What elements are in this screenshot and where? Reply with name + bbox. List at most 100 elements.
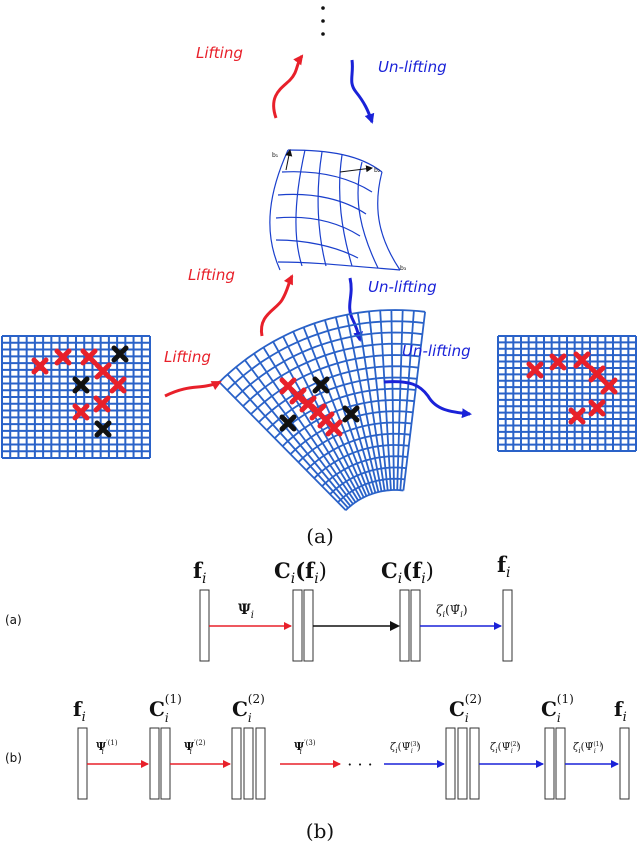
black-x-marker xyxy=(312,376,330,394)
panel-a-bar-c2b xyxy=(410,589,421,662)
panel-b-bar-c2b xyxy=(243,727,254,800)
panel-b-node-c1-left: Ci(1) xyxy=(149,692,182,725)
red-x-marker xyxy=(94,362,112,380)
red-x-marker xyxy=(588,399,606,417)
panel-b-bar-c1b xyxy=(160,727,171,800)
red-x-marker xyxy=(72,403,90,421)
red-x-marker xyxy=(526,361,544,379)
lifted-grid-ray xyxy=(368,311,389,491)
lifted-grid-ray xyxy=(334,316,380,493)
panel-a-node-c1: Ci(fi) xyxy=(274,558,327,587)
lifted-grid-ray xyxy=(324,319,377,494)
panel-b-bar-c2e xyxy=(457,727,468,800)
panel-a-bar-c1a xyxy=(292,589,303,662)
axis-label-b2: b₂ xyxy=(374,167,381,174)
red-x-marker xyxy=(31,357,49,375)
red-x-marker xyxy=(568,407,586,425)
panel-b-bar-c2c xyxy=(255,727,266,800)
lifted-grid-ray xyxy=(356,312,386,491)
lifted-grid-ray xyxy=(399,310,415,491)
lifted-grid-ray xyxy=(379,310,392,491)
panel-b-bar-output xyxy=(619,727,630,800)
panel-b-bar-c1d xyxy=(555,727,566,800)
panel-a-edge-psi: Ψi xyxy=(238,602,254,621)
lifted-grid-ray xyxy=(302,326,371,496)
lifting-arrow-upper xyxy=(272,54,304,119)
panel-b-bar-input xyxy=(77,727,88,800)
panel-a-bar-c2a xyxy=(399,589,410,662)
unlifting-arrow-middle xyxy=(348,277,363,342)
lifted-grid-ray xyxy=(345,314,383,492)
panel-a-node-f-in: fi xyxy=(193,558,207,587)
panel-a-node-c2: Ci(fi) xyxy=(381,558,434,587)
panel-b-node-c2-left: Ci(2) xyxy=(232,692,265,725)
red-x-marker xyxy=(600,377,618,395)
lifting-arrow-lower xyxy=(164,380,222,398)
black-x-marker xyxy=(94,420,112,438)
unlifting-arrow-upper xyxy=(350,59,375,124)
lifted-grid-ray xyxy=(253,353,357,503)
panel-b-bar-c1c xyxy=(544,727,555,800)
panel-b-node-c2-right: Ci(2) xyxy=(449,692,482,725)
black-x-marker xyxy=(72,376,90,394)
lifted-grid-ray xyxy=(396,310,404,491)
panel-b-bar-c1a xyxy=(149,727,160,800)
panel-b-node-c1-right: Ci(1) xyxy=(541,692,574,725)
unlifting-label-middle: Un-lifting xyxy=(368,278,437,296)
vertical-ellipsis xyxy=(321,6,325,36)
red-x-marker xyxy=(588,365,606,383)
lifted-grid-ray xyxy=(235,366,352,507)
unlifting-label-upper: Un-lifting xyxy=(378,58,447,76)
output-grid xyxy=(497,335,637,452)
red-x-marker xyxy=(93,395,111,413)
axis-label-b3: b₃ xyxy=(400,265,407,272)
panel-b-ellipsis: · · · xyxy=(347,755,372,774)
unlifting-label-lower: Un-lifting xyxy=(402,342,471,360)
lifted-grid-ray xyxy=(244,359,354,505)
red-x-marker xyxy=(325,419,343,437)
panel-a-bar-c1b xyxy=(303,589,314,662)
lifted-grid-ray xyxy=(218,381,347,511)
lifted-grid-ray xyxy=(226,373,349,509)
panel-b-edge-6: ζi(Ψ̃(1)i) xyxy=(573,741,604,755)
lifted-grid-ray xyxy=(402,311,426,491)
caption-b: (b) xyxy=(306,819,334,843)
panel-a-node-f-out: fi xyxy=(497,552,511,581)
panel-b-edge-5: ζi(Ψ̃(2)i) xyxy=(490,741,521,755)
lifted-grid-ray xyxy=(262,346,359,501)
black-x-marker xyxy=(111,345,129,363)
panel-a-side-label: (a) xyxy=(5,613,22,627)
red-x-marker xyxy=(80,348,98,366)
red-x-marker xyxy=(109,376,127,394)
panel-b-node-f-out: fi xyxy=(614,697,627,725)
panel-a-bar-input xyxy=(199,589,210,662)
panel-a-edge-zeta: ζi(Ψ̃i) xyxy=(436,603,468,619)
caption-a: (a) xyxy=(306,524,334,548)
red-x-marker xyxy=(54,348,72,366)
panel-b-edge-1: Ψ′(1)i xyxy=(96,739,118,756)
panel-b-bar-c2f xyxy=(469,727,480,800)
lifted-grid-ray xyxy=(272,341,362,500)
panel-b-node-f-in: fi xyxy=(73,697,86,725)
panel-b-edge-2: Ψ′(2)i xyxy=(184,739,206,756)
red-x-marker xyxy=(573,351,591,369)
black-x-marker xyxy=(279,414,297,432)
input-grid xyxy=(1,335,151,459)
lifting-label-middle: Lifting xyxy=(188,266,235,284)
axis-label-b1: b₁ xyxy=(272,152,279,159)
red-x-marker xyxy=(549,353,567,371)
lifting-label-lower: Lifting xyxy=(164,348,211,366)
panel-b-side-label: (b) xyxy=(5,751,22,765)
manifold-sketch xyxy=(269,149,401,271)
unlifting-arrow-lower xyxy=(383,380,472,419)
panel-b-edge-4: ζi(Ψ̃(3)i) xyxy=(390,741,421,755)
black-x-marker xyxy=(342,405,360,423)
lifting-label-upper: Lifting xyxy=(196,44,243,62)
panel-a-bar-output xyxy=(502,589,513,662)
lifted-grid-ray xyxy=(390,309,395,491)
panel-b-edge-3: Ψ′(3)i xyxy=(294,739,316,756)
panel-b-bar-c2d xyxy=(445,727,456,800)
panel-b-bar-c2a xyxy=(231,727,242,800)
lifting-arrow-middle xyxy=(259,274,294,337)
